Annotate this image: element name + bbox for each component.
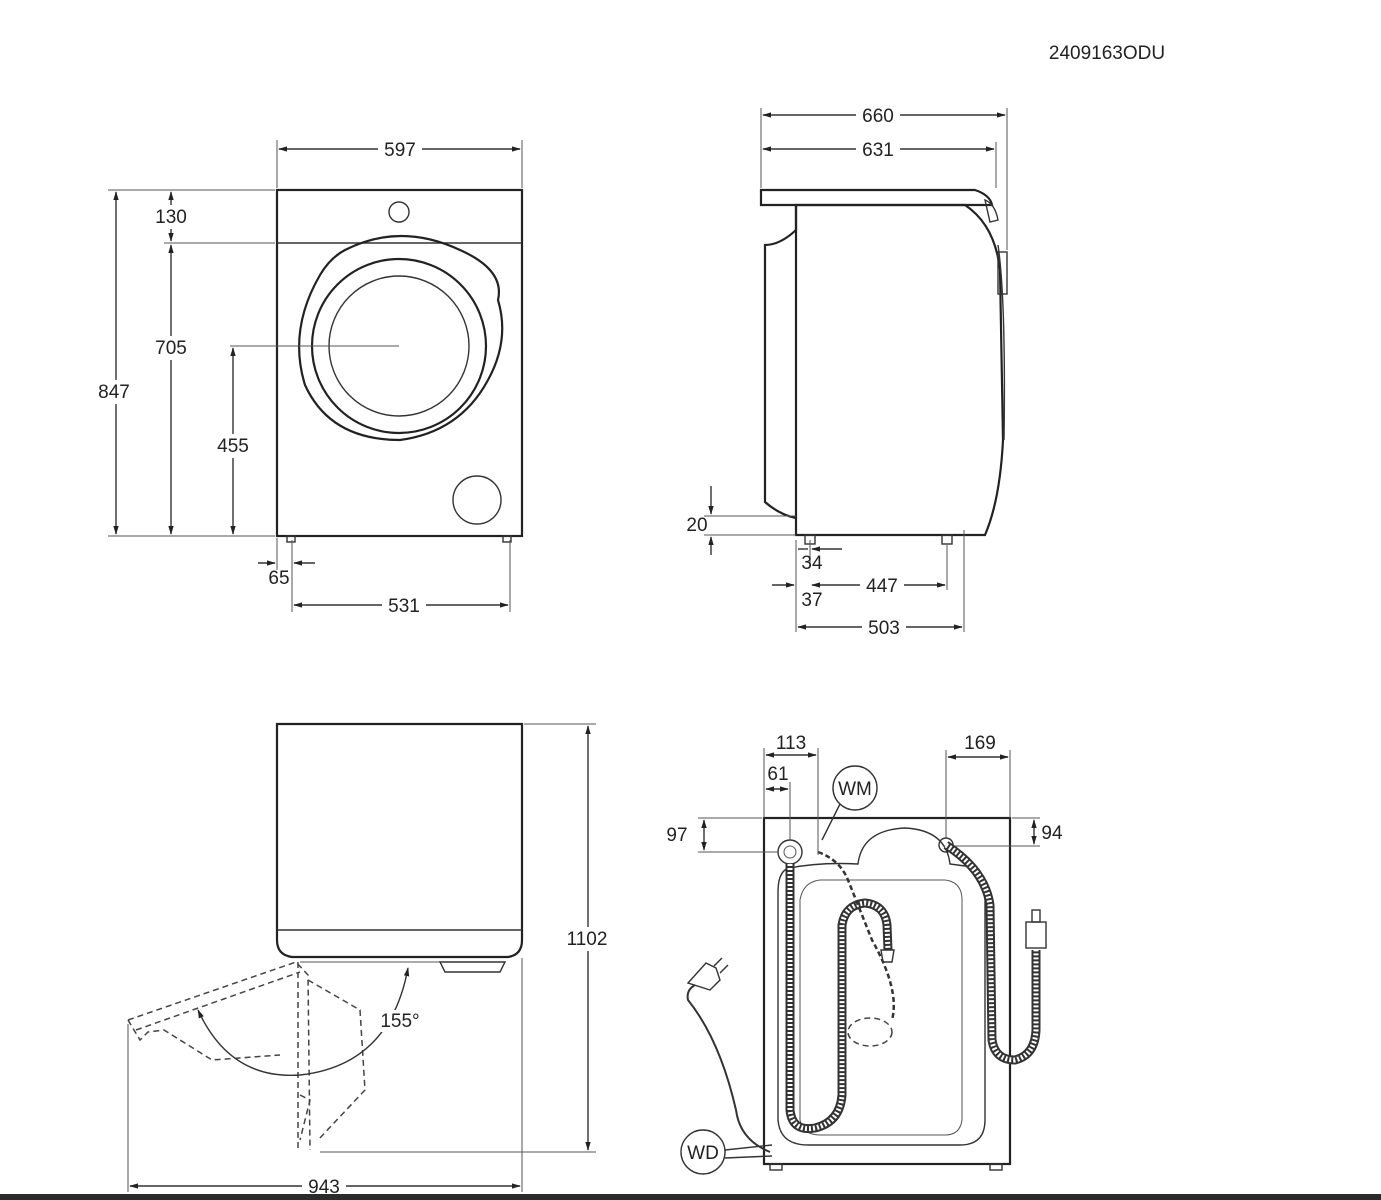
dim-label-61: 61 <box>767 764 788 785</box>
filter-cover <box>452 475 502 525</box>
wd-label: WD <box>687 1143 719 1164</box>
document-code: 2409163ODU <box>1049 43 1165 64</box>
side-foot-front <box>941 534 953 545</box>
side-view: 660 631 20 34 37 447 503 <box>686 104 1008 639</box>
door-rim <box>298 234 504 442</box>
front-foot-right <box>502 535 512 543</box>
power-plug <box>686 962 721 991</box>
rear-foot-right <box>989 1163 1003 1171</box>
rear-body <box>762 816 1012 1166</box>
drain-hose-outlet <box>777 839 803 865</box>
rear-inner-recess <box>799 879 963 1136</box>
side-top <box>759 188 994 207</box>
inlet-hose-tap <box>1025 921 1047 949</box>
rear-foot-left <box>769 1163 783 1171</box>
dim-label-447: 447 <box>866 576 898 597</box>
angle-label: 155° <box>380 1011 419 1032</box>
front-body <box>275 188 524 538</box>
dim-label-455: 455 <box>217 436 249 457</box>
dim-label-20: 20 <box>686 515 707 536</box>
dim-label-1102: 1102 <box>567 929 608 950</box>
dim-label-34: 34 <box>801 553 823 574</box>
dim-label-169: 169 <box>964 733 996 754</box>
wm-callout <box>832 765 878 811</box>
dim-label-597: 597 <box>384 140 416 161</box>
dim-label-113: 113 <box>776 733 806 754</box>
side-door-handle <box>984 198 999 223</box>
dim-label-705: 705 <box>155 338 187 359</box>
dim-label-37: 37 <box>801 590 822 611</box>
front-foot-left <box>286 535 296 543</box>
drain-hose-end <box>880 949 895 963</box>
side-rear-panel <box>763 205 798 520</box>
dim-label-65: 65 <box>268 568 289 589</box>
dim-label-94: 94 <box>1041 823 1063 844</box>
dim-label-531: 531 <box>388 596 420 617</box>
front-view: 597 847 130 705 455 65 531 <box>94 138 524 617</box>
side-body <box>794 203 1005 537</box>
rear-panel-recess <box>777 827 986 1146</box>
power-cable <box>686 984 771 1153</box>
door-open-view: 155° 1102 943 <box>127 722 612 1198</box>
dim-label-847: 847 <box>98 382 130 403</box>
bottom-border <box>0 1194 1381 1200</box>
detergent-knob <box>388 201 410 223</box>
dim-label-97: 97 <box>666 825 687 846</box>
dim-label-631: 631 <box>862 140 894 161</box>
top-body <box>275 722 524 959</box>
wm-dashed-path <box>817 850 896 1021</box>
dim-label-130: 130 <box>155 207 187 228</box>
dim-label-660: 660 <box>862 106 894 127</box>
top-hinge <box>438 961 507 973</box>
dim-label-943: 943 <box>308 1177 340 1198</box>
wm-label: WM <box>838 779 872 800</box>
rear-view: 113 61 169 97 94 WM WD <box>666 733 1063 1175</box>
dim-label-503: 503 <box>868 618 900 639</box>
open-door-outline <box>127 961 311 1151</box>
wd-callout <box>680 1129 726 1175</box>
